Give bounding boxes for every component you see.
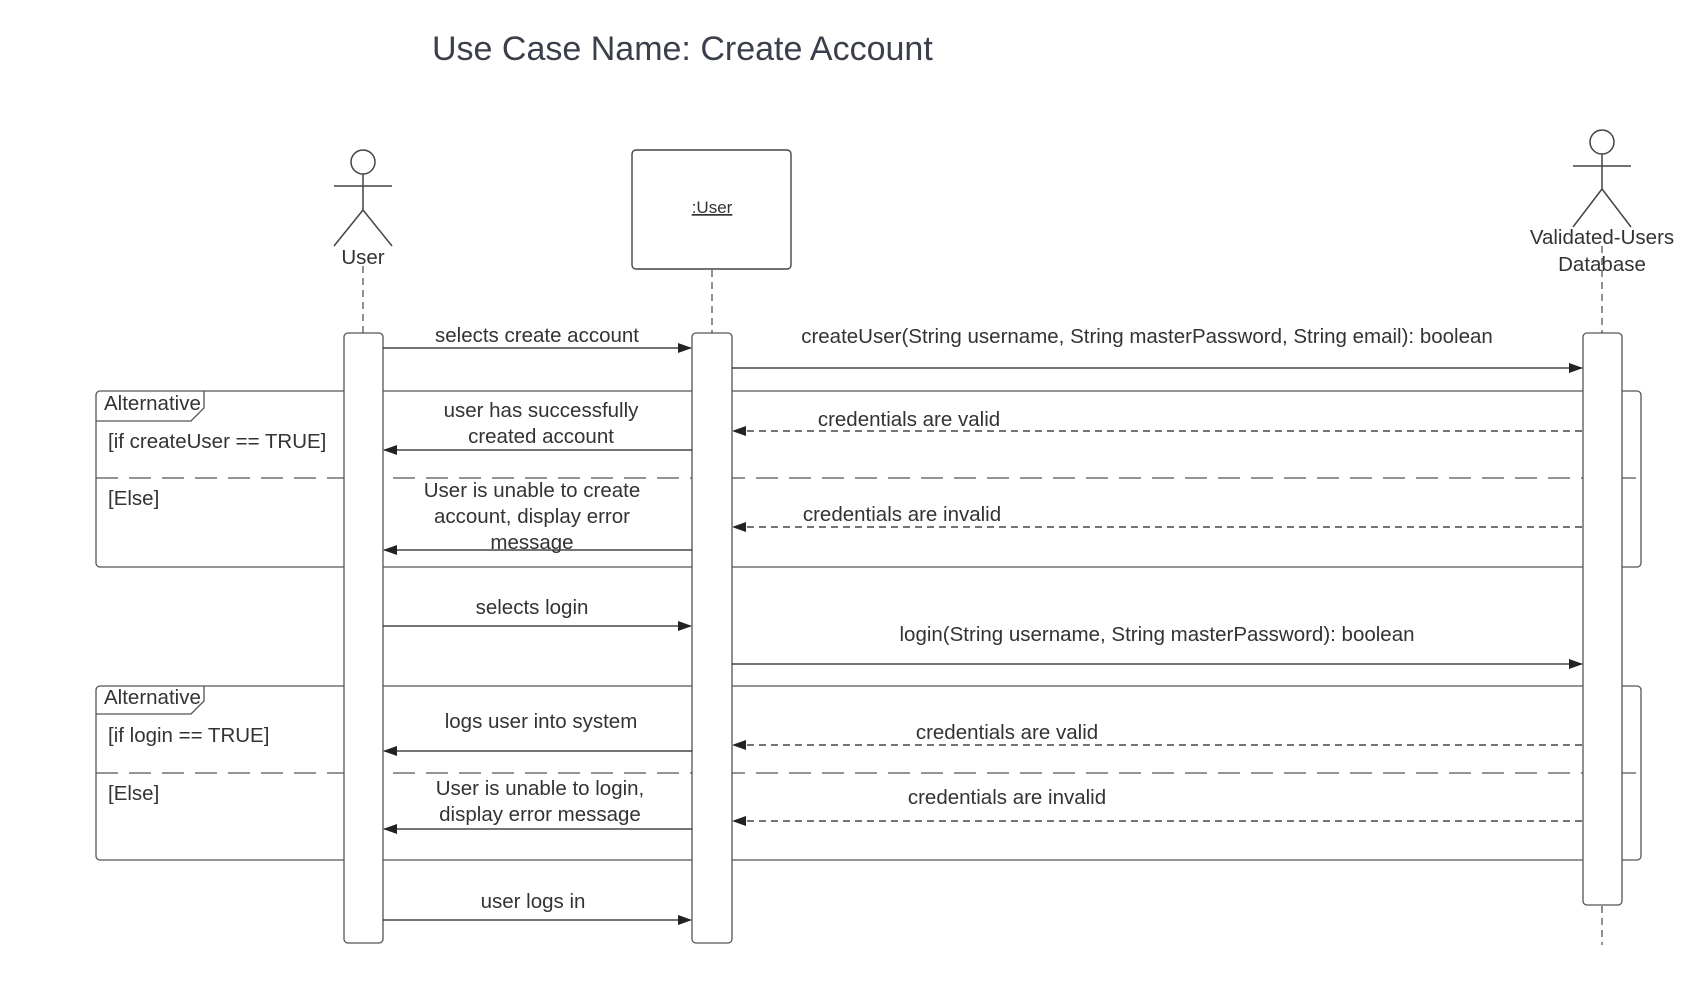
message-arrow: login(String username, String masterPass… <box>732 623 1583 669</box>
frame-guard-else-label: [Else] <box>108 487 159 510</box>
participant-label: User <box>341 246 384 269</box>
alt-frame-login: Alternative [if login == TRUE] [Else] <box>95 685 1642 861</box>
message-label: credentials are valid <box>818 408 1000 431</box>
reply-arrow: User is unable to create account, displa… <box>383 479 692 555</box>
activation-bar <box>691 332 733 944</box>
frame-guard-label: [if createUser == TRUE] <box>108 430 326 453</box>
message-label: credentials are invalid <box>908 786 1106 809</box>
message-arrow: selects create account <box>383 324 692 353</box>
message-label: user has successfully <box>444 399 640 422</box>
participant-label: Validated-Users <box>1530 226 1674 249</box>
message-label: user logs in <box>481 890 586 913</box>
user-actor: User <box>333 149 393 944</box>
reply-arrow: User is unable to login, display error m… <box>383 777 692 834</box>
message-label: logs user into system <box>445 710 638 733</box>
message-label: credentials are valid <box>916 721 1098 744</box>
alt-frame-create-account: Alternative [if createUser == TRUE] [Els… <box>95 390 1642 568</box>
frame-operator-label: Alternative <box>104 686 201 709</box>
message-label: User is unable to create <box>424 479 641 502</box>
reply-arrow: credentials are invalid <box>732 786 1582 826</box>
activation-bar <box>1582 332 1623 906</box>
reply-arrow: logs user into system <box>383 710 692 756</box>
message-label: User is unable to login, <box>436 777 645 800</box>
message-label: selects login <box>476 596 589 619</box>
frame-operator-label: Alternative <box>104 392 201 415</box>
message-arrow: createUser(String username, String maste… <box>732 325 1583 373</box>
reply-arrow: credentials are valid <box>732 721 1582 750</box>
message-label: account, display error <box>434 505 630 528</box>
frame-guard-label: [if login == TRUE] <box>108 724 269 747</box>
participant-label: :User <box>692 198 733 217</box>
stick-figure-icon <box>333 149 393 247</box>
reply-arrow: credentials are valid <box>732 408 1582 436</box>
message-arrow: selects login <box>383 596 692 631</box>
message-label: login(String username, String masterPass… <box>899 623 1414 646</box>
message-label: selects create account <box>435 324 639 347</box>
message-label: display error message <box>439 803 641 826</box>
message-label: created account <box>468 425 614 448</box>
frame-guard-else-label: [Else] <box>108 782 159 805</box>
message-label: createUser(String username, String maste… <box>801 325 1493 348</box>
reply-arrow: credentials are invalid <box>732 503 1582 532</box>
message-label: credentials are invalid <box>803 503 1001 526</box>
message-label: message <box>490 531 573 554</box>
stick-figure-icon <box>1572 129 1632 228</box>
activation-bar <box>343 332 384 944</box>
user-object-lifeline: :User <box>631 149 792 944</box>
message-arrow: user logs in <box>383 890 692 925</box>
reply-arrow: user has successfully created account <box>383 399 692 455</box>
database-actor: Validated-Users Database <box>1530 129 1674 945</box>
object-box <box>631 149 792 270</box>
diagram-title: Use Case Name: Create Account <box>432 30 933 68</box>
